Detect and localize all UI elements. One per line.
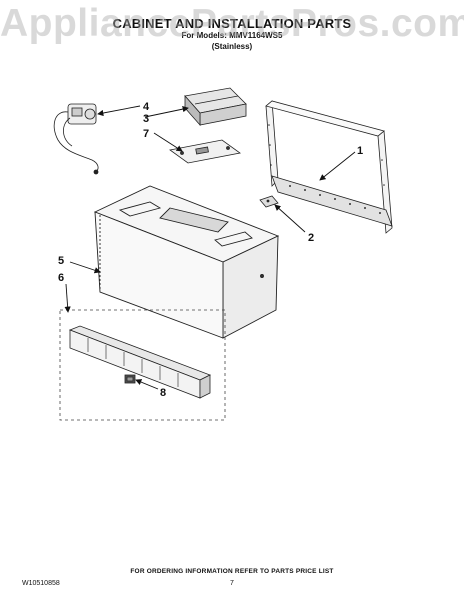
leader-1 — [319, 151, 356, 181]
part-4-wire-assembly — [53, 103, 99, 175]
finish-subtitle: (Stainless) — [211, 42, 253, 51]
leader-7 — [153, 132, 183, 152]
callout-6: 6 — [58, 272, 64, 284]
callout-2: 2 — [308, 232, 314, 244]
callout-5: 5 — [58, 255, 64, 267]
leader-2 — [274, 204, 306, 233]
callout-8: 8 — [160, 387, 166, 399]
trim-group-box — [59, 309, 226, 421]
callout-3: 3 — [143, 113, 149, 125]
callout-7: 7 — [143, 128, 149, 140]
part-2-small-bracket — [259, 195, 279, 208]
part-6-front-trim — [68, 325, 211, 399]
document-number: W10510858 — [22, 580, 60, 587]
ordering-note: FOR ORDERING INFORMATION REFER TO PARTS … — [130, 568, 334, 575]
callout-4: 4 — [143, 101, 150, 113]
leader-4 — [97, 105, 141, 117]
page-number: 7 — [230, 580, 234, 587]
cabinet-body — [93, 185, 280, 339]
leader-8 — [135, 379, 159, 390]
leader-6 — [64, 283, 71, 313]
callout-1: 1 — [357, 145, 363, 157]
part-1-mounting-frame — [265, 100, 393, 234]
leader-3 — [144, 106, 189, 118]
part-7-plate — [169, 139, 241, 164]
part-8-clip — [124, 374, 136, 384]
leader-5 — [69, 261, 101, 274]
page-title: CABINET AND INSTALLATION PARTS — [112, 16, 352, 31]
part-3-vent-damper — [184, 87, 247, 127]
model-subtitle: For Models: MMV1164WS5 — [181, 31, 283, 40]
